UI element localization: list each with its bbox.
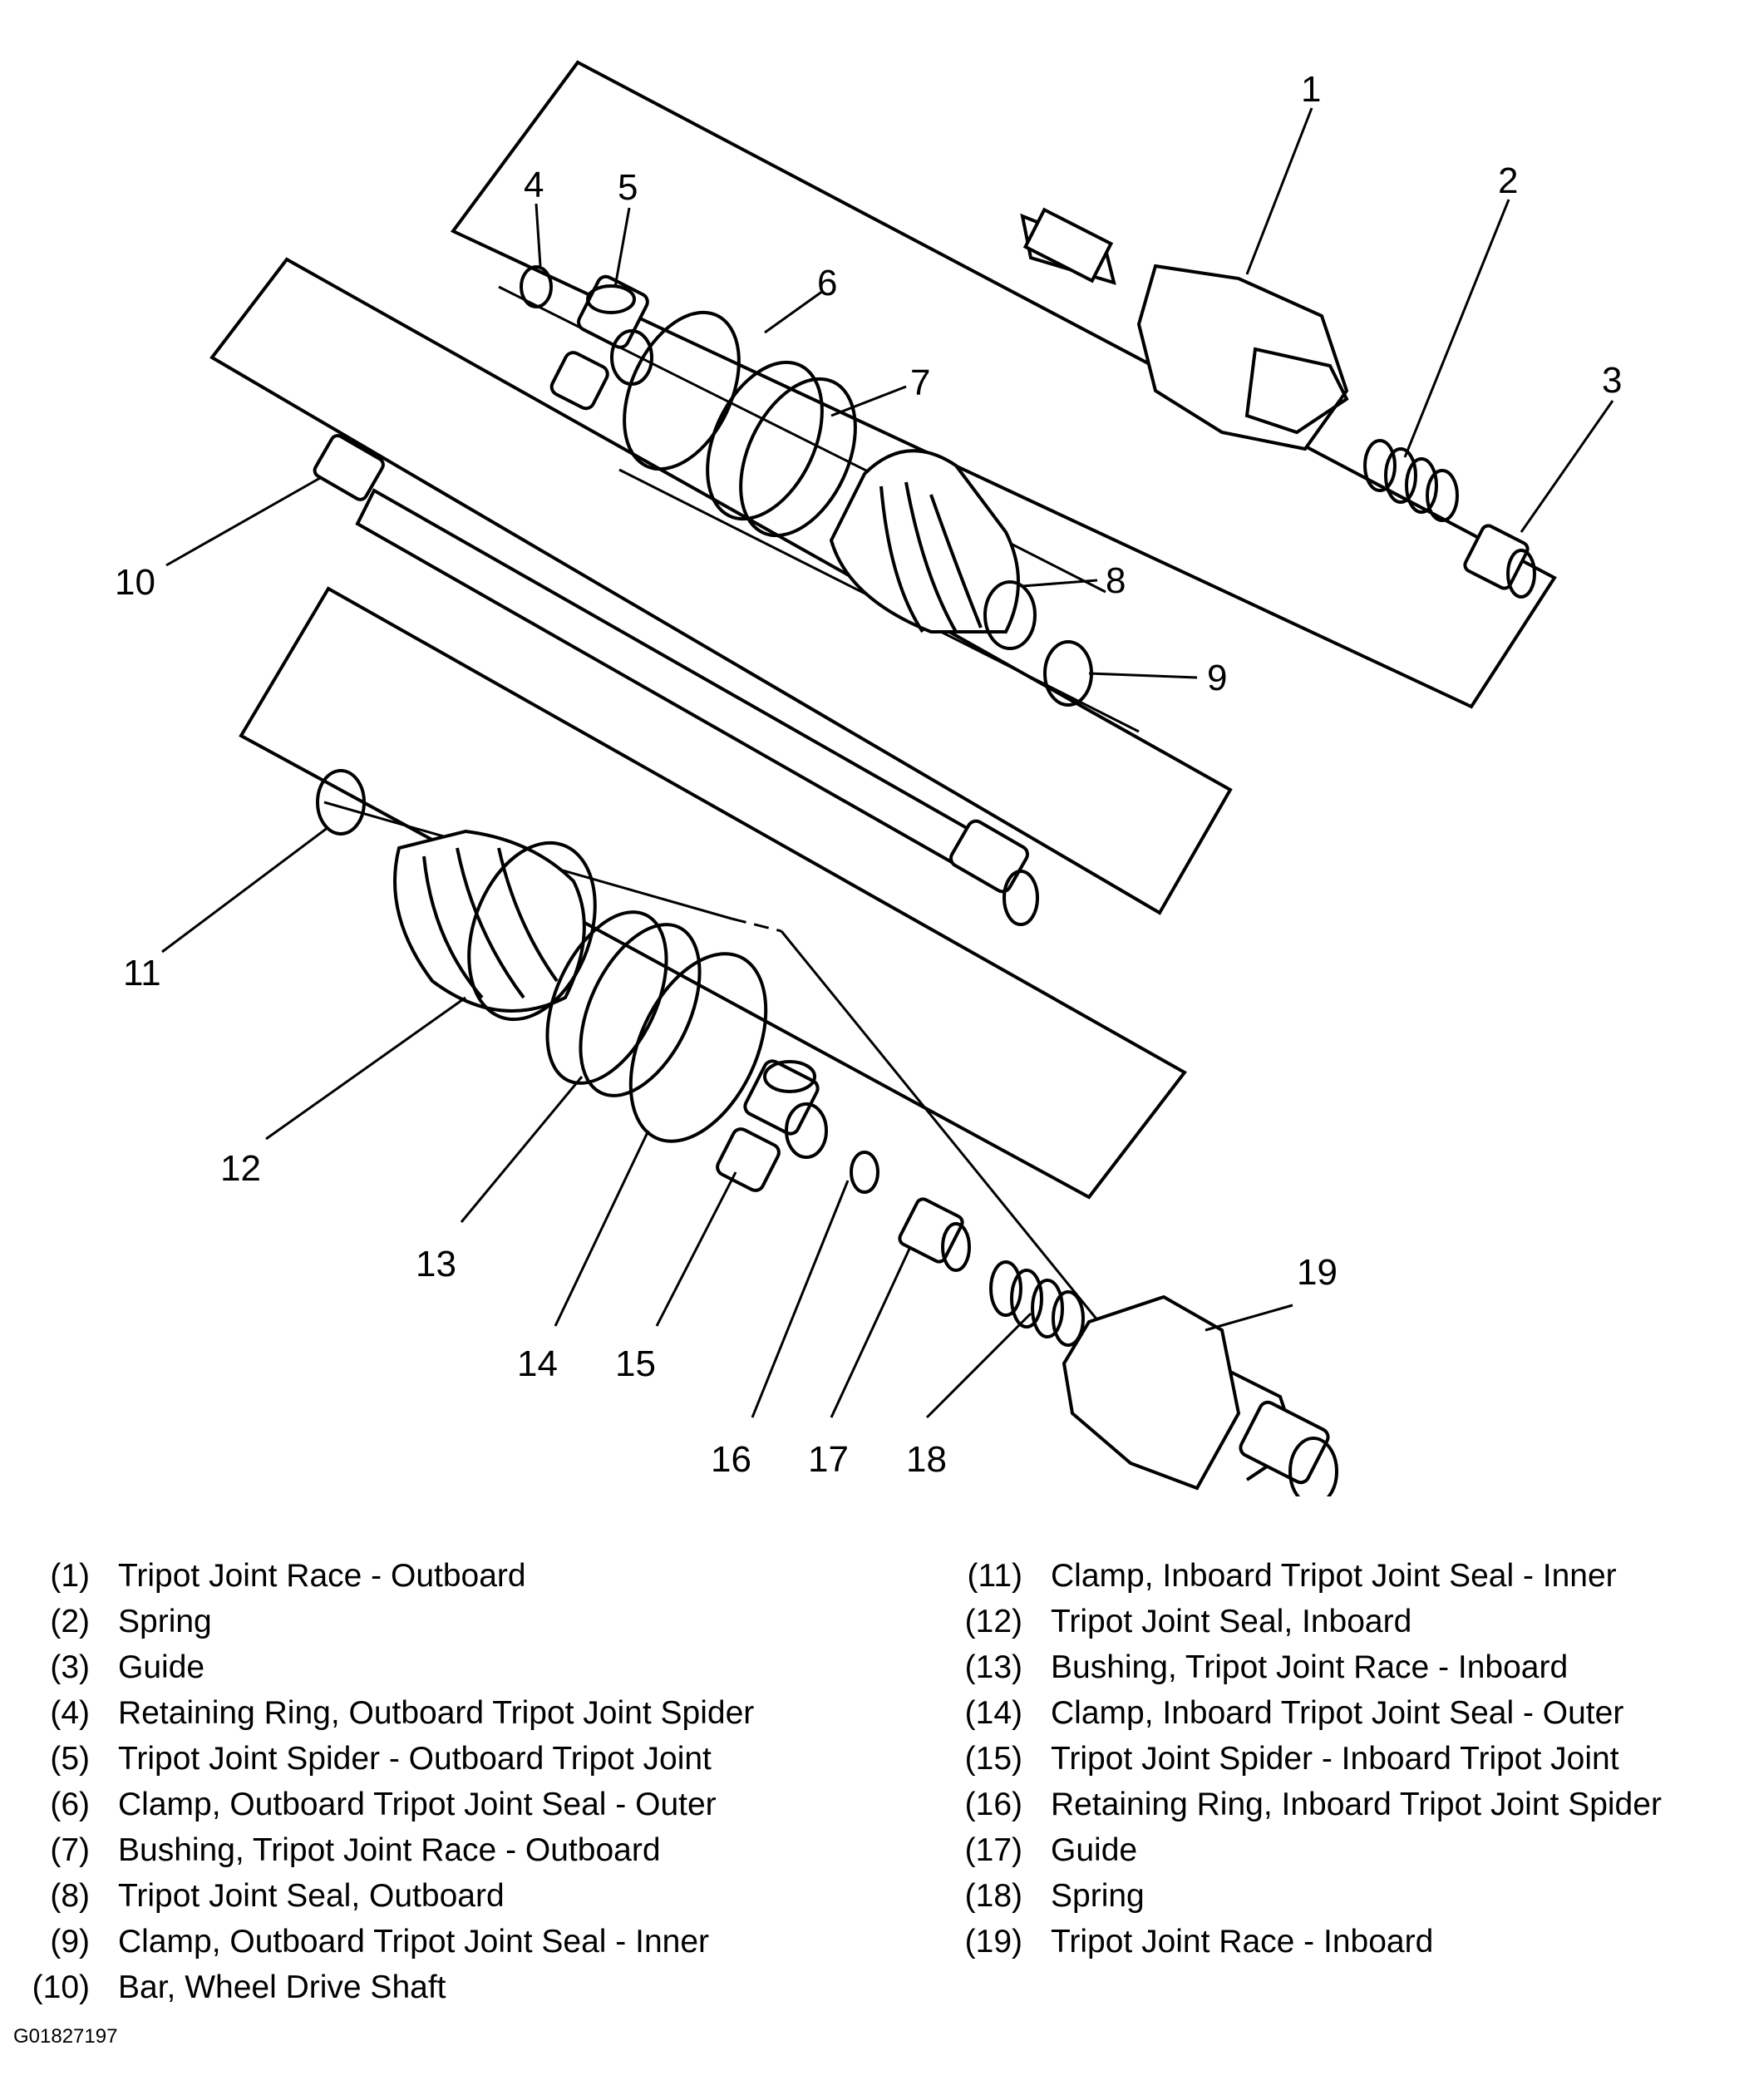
legend-item: (1)Tripot Joint Race - Outboard [50, 1558, 526, 1594]
clamp-outboard-seal-outer [623, 310, 741, 471]
tripot-joint-race-outboard [1020, 207, 1349, 451]
clamp-inboard-seal-outer [628, 952, 768, 1143]
callout-18: 18 [906, 1439, 947, 1480]
exploded-view-diagram: 1 2 3 4 5 6 7 8 9 10 11 12 13 14 15 16 1… [115, 60, 1622, 1496]
guide-inboard [898, 1197, 971, 1272]
legend-item: (17)Guide [964, 1832, 1138, 1868]
callout-16: 16 [711, 1439, 751, 1480]
spring-inboard [989, 1260, 1085, 1347]
legend-item: (10)Bar, Wheel Drive Shaft [32, 1969, 446, 2005]
legend-item: (9)Clamp, Outboard Tripot Joint Seal - I… [50, 1924, 710, 1960]
figure-id: G01827197 [13, 2025, 118, 2048]
legend-left: (1)Tripot Joint Race - Outboard (2)Sprin… [23, 1553, 755, 2010]
inboard-group-frame [239, 586, 1187, 1200]
callout-14: 14 [517, 1343, 558, 1384]
bushing-outboard [706, 360, 857, 538]
tripot-joint-spider-outboard [549, 274, 653, 411]
legend-item: (2)Spring [50, 1604, 212, 1639]
legend-item: (12)Tripot Joint Seal, Inboard [964, 1604, 1412, 1639]
bushing-inboard [545, 910, 702, 1097]
callout-13: 13 [416, 1244, 456, 1284]
retaining-ring-inboard [850, 1151, 879, 1194]
callout-1: 1 [1301, 69, 1321, 110]
callout-11: 11 [123, 953, 161, 993]
wheel-drive-shaft-bar [313, 434, 1039, 926]
callout-4: 4 [524, 165, 544, 205]
legend-item: (18)Spring [964, 1878, 1145, 1914]
callout-19: 19 [1297, 1252, 1338, 1293]
callout-12: 12 [220, 1148, 261, 1189]
callout-5: 5 [618, 167, 638, 208]
legend-right: (11)Clamp, Inboard Tripot Joint Seal - I… [956, 1553, 1662, 1964]
legend-item: (5)Tripot Joint Spider - Outboard Tripot… [50, 1741, 712, 1777]
legend-item: (19)Tripot Joint Race - Inboard [964, 1924, 1434, 1960]
callout-2: 2 [1498, 160, 1518, 201]
spring-outboard [1363, 439, 1459, 522]
callout-7: 7 [910, 362, 930, 403]
retaining-ring-outboard [520, 265, 553, 308]
guide-outboard [1463, 524, 1536, 599]
legend-item: (6)Clamp, Outboard Tripot Joint Seal - O… [50, 1787, 717, 1822]
legend-item: (13)Bushing, Tripot Joint Race - Inboard [964, 1649, 1569, 1685]
callout-10: 10 [115, 562, 155, 603]
tripot-joint-seal-outboard [829, 449, 1037, 650]
tripot-joint-race-inboard [1062, 1294, 1338, 1496]
legend-item: (4)Retaining Ring, Outboard Tripot Joint… [50, 1695, 755, 1731]
callout-17: 17 [808, 1439, 849, 1480]
callout-15: 15 [615, 1343, 656, 1384]
callout-6: 6 [817, 263, 837, 303]
callout-3: 3 [1602, 360, 1622, 401]
tripot-joint-spider-inboard [716, 1059, 828, 1192]
callout-9: 9 [1207, 658, 1227, 698]
legend-item: (15)Tripot Joint Spider - Inboard Tripot… [964, 1741, 1619, 1777]
legend-item: (8)Tripot Joint Seal, Outboard [50, 1878, 505, 1914]
legend-item: (7)Bushing, Tripot Joint Race - Outboard [50, 1832, 661, 1868]
legend-item: (14)Clamp, Inboard Tripot Joint Seal - O… [964, 1695, 1624, 1731]
tripot-joint-seal-inboard [393, 829, 597, 1022]
legend-item: (16)Retaining Ring, Inboard Tripot Joint… [964, 1787, 1662, 1822]
callout-8: 8 [1106, 560, 1126, 601]
legend-item: (3)Guide [50, 1649, 205, 1685]
clamp-inboard-seal-inner [316, 769, 366, 836]
legend-item: (11)Clamp, Inboard Tripot Joint Seal - I… [967, 1558, 1617, 1594]
